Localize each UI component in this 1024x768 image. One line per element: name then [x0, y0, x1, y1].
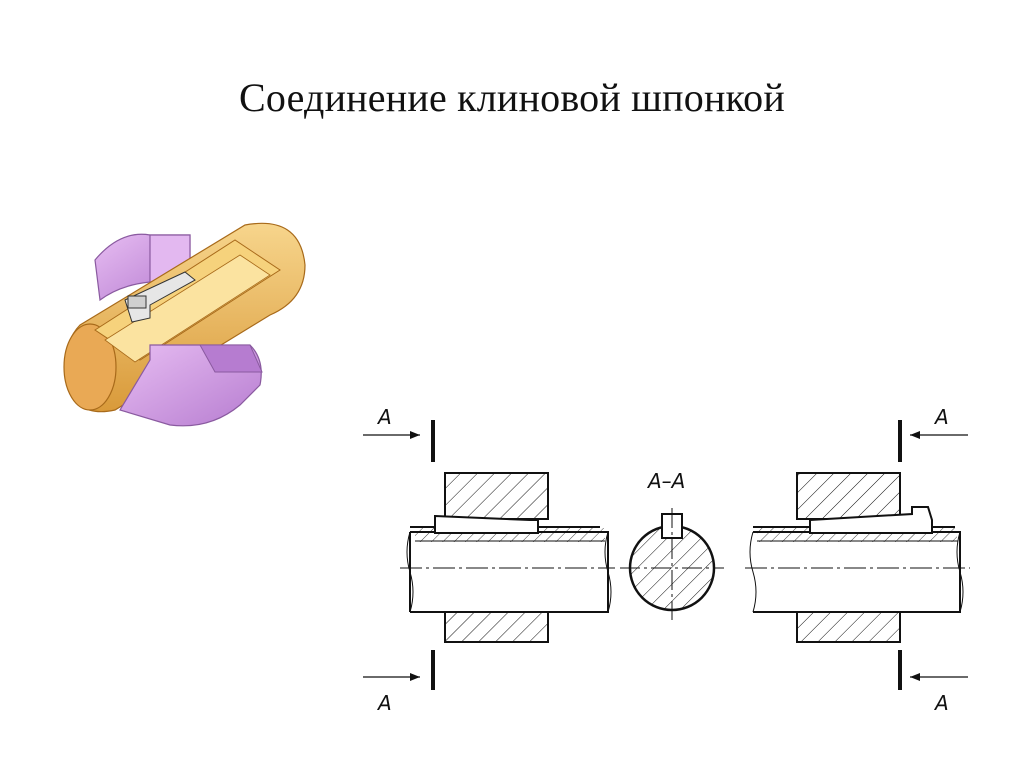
section-mark-bottom-right: A [898, 650, 968, 715]
slide-title: Соединение клиновой шпонкой [239, 75, 785, 120]
section-label-bottom-left: A [376, 691, 392, 715]
section-mark-top-left: A [363, 405, 435, 462]
left-longitudinal-view [400, 472, 615, 643]
section-label-bottom-right: A [933, 691, 949, 715]
section-label-top-right: A [933, 405, 949, 429]
right-longitudinal-view [745, 472, 970, 643]
section-label-top-left: A [376, 405, 392, 429]
wedge-key [124, 271, 196, 323]
isometric-assembly-illustration [63, 222, 306, 427]
section-mark-top-right: A [898, 405, 968, 462]
cross-section-a-a: A–A [620, 469, 724, 620]
section-view-title: A–A [646, 469, 685, 493]
section-mark-bottom-left: A [363, 650, 435, 715]
